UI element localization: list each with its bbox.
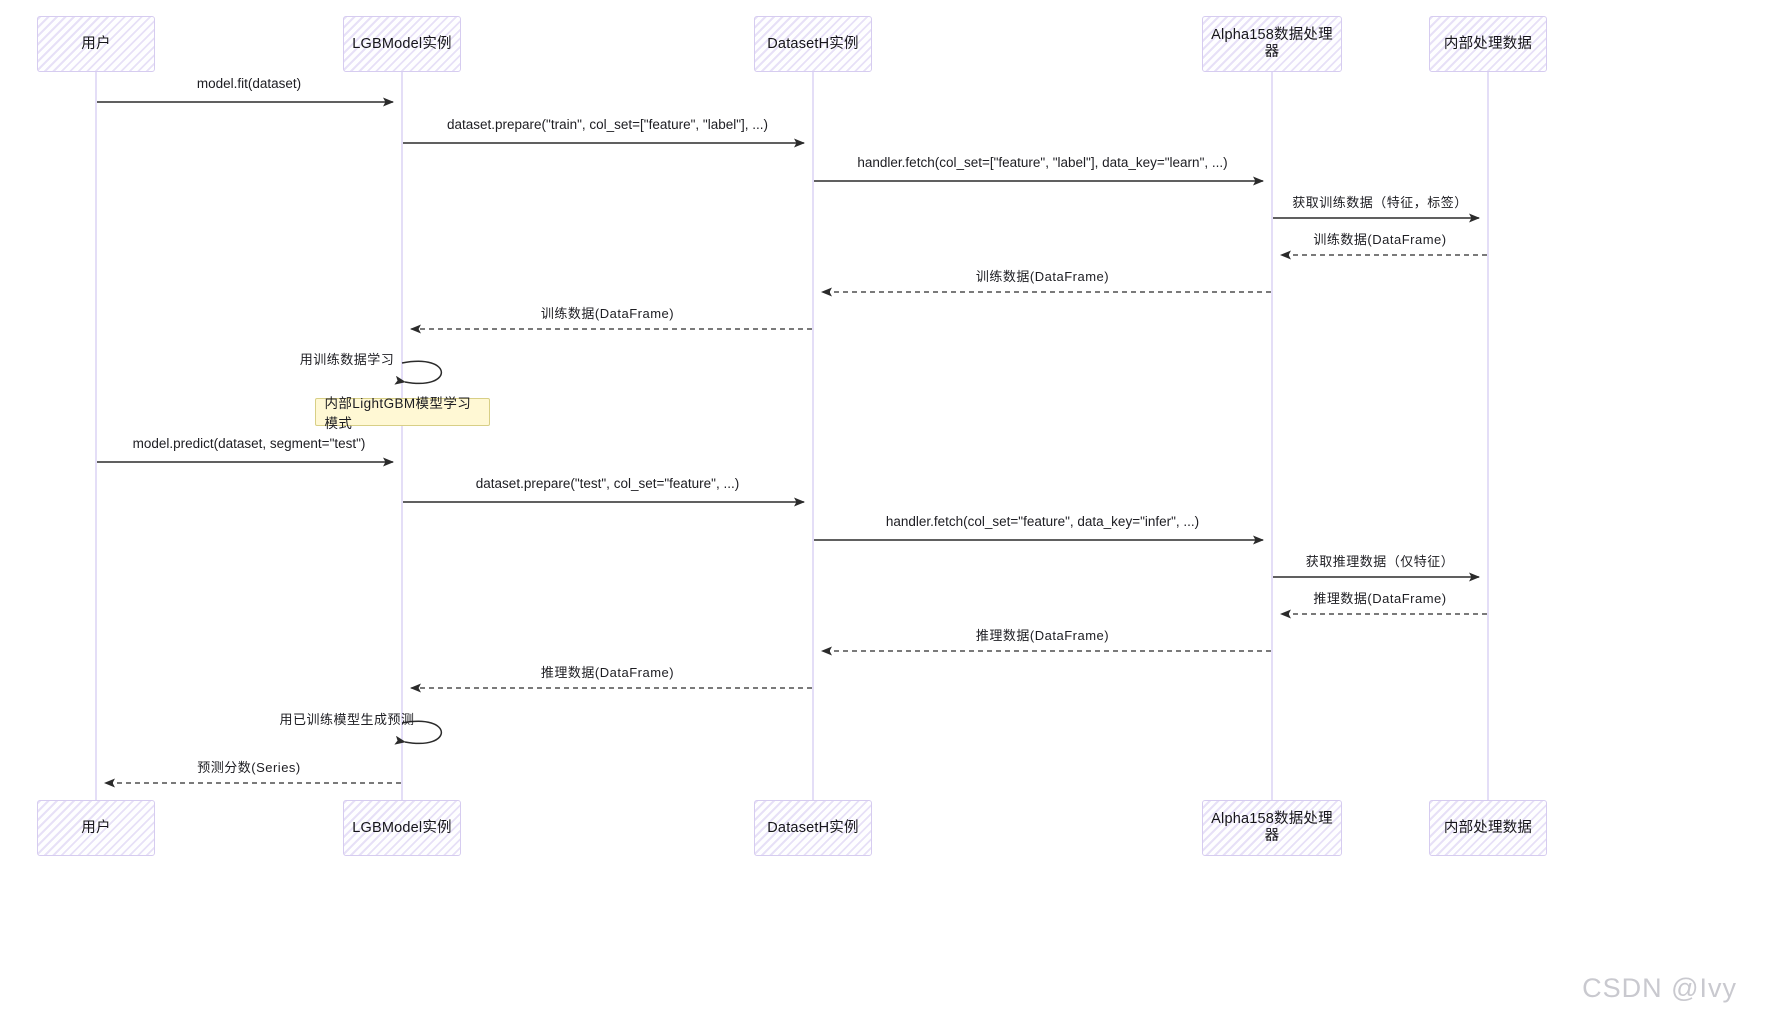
- participant-label: Alpha158数据处理器: [1211, 811, 1333, 844]
- lifelines-group: [95, 72, 1489, 800]
- participant-lgb-top[interactable]: LGBModel实例: [343, 16, 461, 72]
- participant-label: LGBModel实例: [352, 35, 452, 52]
- participant-label: 用户: [81, 35, 111, 52]
- participant-label: Alpha158数据处理器: [1211, 27, 1333, 60]
- participant-label: LGBModel实例: [352, 819, 452, 836]
- participant-dataset-bottom[interactable]: DatasetH实例: [754, 800, 872, 856]
- self-message-m8: [394, 360, 443, 385]
- note-n1: 内部LightGBM模型学习模式: [314, 396, 490, 431]
- participant-label: DatasetH实例: [767, 819, 859, 836]
- participant-handler-top[interactable]: Alpha158数据处理器: [1202, 16, 1342, 72]
- participant-internal-bottom[interactable]: 内部处理数据: [1429, 800, 1547, 856]
- participant-label: DatasetH实例: [767, 35, 859, 52]
- message-arrows-group: [97, 97, 1487, 788]
- participant-label: 内部处理数据: [1443, 35, 1533, 52]
- participant-handler-bottom[interactable]: Alpha158数据处理器: [1202, 800, 1342, 856]
- participant-lgb-bottom[interactable]: LGBModel实例: [343, 800, 461, 856]
- participant-label: 内部处理数据: [1443, 819, 1533, 836]
- participant-dataset-top[interactable]: DatasetH实例: [754, 16, 872, 72]
- participant-label: 用户: [81, 819, 111, 836]
- watermark: CSDN @Ivy: [1582, 973, 1737, 1003]
- participant-internal-top[interactable]: 内部处理数据: [1429, 16, 1547, 72]
- participant-user-bottom[interactable]: 用户: [37, 800, 155, 856]
- participant-user-top[interactable]: 用户: [37, 16, 155, 72]
- self-message-m16: [394, 720, 443, 745]
